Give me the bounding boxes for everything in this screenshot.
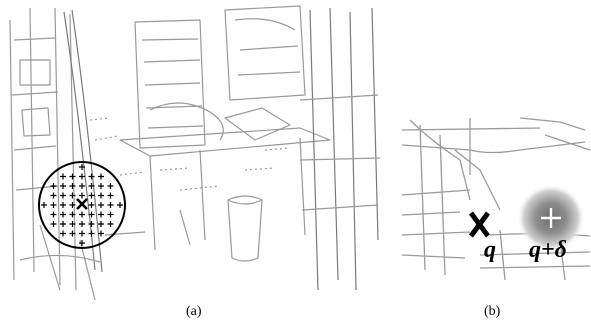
- sample-point-plus: [79, 174, 85, 180]
- sample-point-plus: [79, 183, 85, 189]
- sample-point-plus: [108, 221, 114, 227]
- sample-point-plus: [51, 202, 57, 208]
- sample-point-plus: [60, 174, 66, 180]
- center-x-marker: [77, 199, 87, 209]
- sample-point-plus: [108, 202, 114, 208]
- sample-point-plus: [79, 193, 85, 199]
- sample-point-plus: [60, 221, 66, 227]
- sample-point-plus: [89, 221, 95, 227]
- sample-point-plus: [117, 202, 123, 208]
- sample-point-plus: [70, 174, 76, 180]
- sample-point-plus: [89, 193, 95, 199]
- sample-point-plus: [60, 212, 66, 218]
- sample-point-plus: [89, 231, 95, 237]
- sample-point-plus: [89, 202, 95, 208]
- sample-point-plus: [98, 193, 104, 199]
- sample-point-plus: [79, 221, 85, 227]
- sample-point-plus: [108, 183, 114, 189]
- panel-a-caption: (a): [186, 304, 202, 320]
- panel-a-edge-image: [10, 6, 380, 300]
- sample-point-plus: [60, 193, 66, 199]
- sample-point-plus: [41, 202, 47, 208]
- sample-point-plus: [89, 174, 95, 180]
- sample-point-plus: [51, 221, 57, 227]
- sample-point-plus: [60, 202, 66, 208]
- sample-point-plus: [51, 183, 57, 189]
- sample-point-plus: [98, 221, 104, 227]
- sample-point-plus: [108, 193, 114, 199]
- sample-point-plus: [60, 183, 66, 189]
- sample-point-plus: [70, 193, 76, 199]
- sample-point-plus: [70, 183, 76, 189]
- q-plus-delta-label: q+δ: [529, 237, 567, 263]
- sample-point-plus: [98, 183, 104, 189]
- sample-point-plus: [98, 174, 104, 180]
- sample-point-plus: [79, 212, 85, 218]
- sample-point-plus: [60, 231, 66, 237]
- sample-point-plus: [79, 231, 85, 237]
- panel-b-caption: (b): [484, 304, 500, 320]
- sample-point-plus: [98, 212, 104, 218]
- sample-point-plus: [51, 193, 57, 199]
- q-label: q: [484, 237, 496, 263]
- query-x-marker: [471, 213, 488, 236]
- sample-point-plus: [98, 202, 104, 208]
- sample-point-plus: [108, 212, 114, 218]
- sample-point-plus: [51, 212, 57, 218]
